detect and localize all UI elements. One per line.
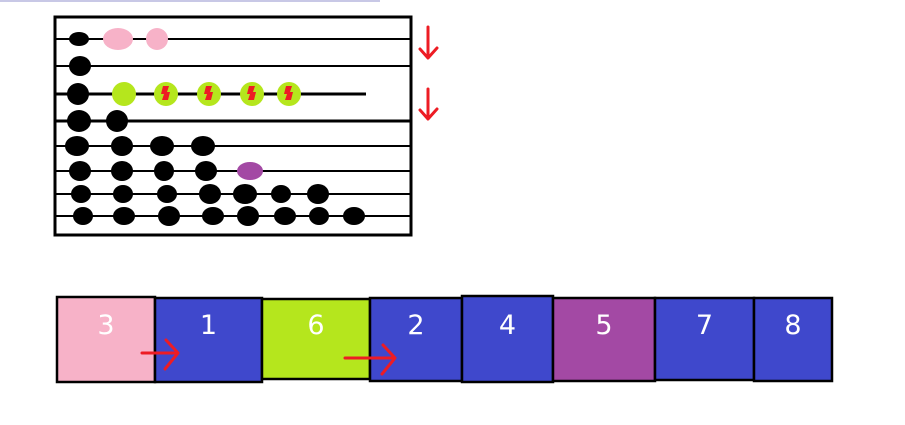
abacus-bead <box>158 206 180 226</box>
abacus-row <box>55 56 410 76</box>
cell-label: 4 <box>499 310 516 341</box>
strip-cell: 4 <box>460 294 555 384</box>
cell-box <box>260 297 372 381</box>
abacus-bead <box>150 136 174 156</box>
abacus-row <box>55 136 410 156</box>
strip-cell: 5 <box>551 296 657 383</box>
cell-label: 6 <box>307 310 324 341</box>
cell-box <box>551 296 657 383</box>
abacus-bead <box>274 207 296 225</box>
abacus-bead <box>146 28 168 50</box>
abacus-bead <box>67 110 91 132</box>
abacus-row <box>55 161 410 181</box>
cell-label: 8 <box>784 310 801 341</box>
arrow-stroke <box>343 343 397 376</box>
bead-mark-icon <box>284 86 293 100</box>
abacus-bead <box>113 207 135 225</box>
abacus-rows <box>55 28 410 226</box>
abacus-bead <box>195 161 217 181</box>
arrow-stroke <box>418 25 439 60</box>
abacus-bead <box>65 136 89 156</box>
abacus-bead <box>307 184 329 204</box>
cell-label: 2 <box>407 310 424 341</box>
abacus-bead <box>103 28 133 50</box>
cell-arrows <box>140 338 397 376</box>
abacus-bead <box>309 207 329 225</box>
arrow-stroke <box>140 338 180 371</box>
cell-label: 7 <box>696 310 713 341</box>
abacus-bead-marked <box>240 82 264 106</box>
right-arrow-icon <box>343 343 397 376</box>
abacus-bead <box>237 206 259 226</box>
cell-label: 5 <box>595 310 612 341</box>
abacus-bead <box>202 207 224 225</box>
cell-box <box>55 295 157 384</box>
abacus-row <box>55 206 410 226</box>
cell-box <box>460 294 555 384</box>
abacus-bead <box>67 83 89 105</box>
down-arrow-icon <box>418 25 439 60</box>
abacus-bead <box>271 185 291 203</box>
bead-mark-icon <box>204 86 213 100</box>
cell-box <box>653 296 756 382</box>
abacus-bead <box>343 207 365 225</box>
abacus-bead <box>157 185 177 203</box>
abacus-row <box>55 184 410 204</box>
abacus-bead <box>73 207 93 225</box>
abacus-border <box>53 15 413 237</box>
cell-label: 1 <box>200 310 217 341</box>
side-arrows <box>418 25 439 121</box>
abacus-bead-marked <box>154 82 178 106</box>
abacus-row <box>55 28 410 50</box>
right-arrow-icon <box>140 338 180 371</box>
abacus-bead <box>113 185 133 203</box>
arrow-stroke <box>418 87 439 121</box>
cell-box <box>752 296 834 383</box>
bead-mark-icon <box>247 86 256 100</box>
strip-cell: 1 <box>153 296 264 384</box>
abacus-bead <box>69 32 89 46</box>
abacus-bead-marked <box>277 82 301 106</box>
abacus-bead <box>69 56 91 76</box>
abacus-bead <box>112 82 136 106</box>
abacus-bead <box>106 110 128 132</box>
abacus-bead <box>154 161 174 181</box>
abacus-bead <box>233 184 257 204</box>
abacus-bead <box>191 136 215 156</box>
abacus-bead <box>111 136 133 156</box>
down-arrow-icon <box>418 87 439 121</box>
cell-box <box>153 296 264 384</box>
abacus-bead-marked <box>197 82 221 106</box>
strip-cell: 6 <box>260 297 372 381</box>
abacus-bead <box>71 185 91 203</box>
strip-cell: 3 <box>55 295 157 384</box>
cell-box <box>368 296 464 383</box>
abacus-bead <box>69 161 91 181</box>
abacus-bead <box>111 161 133 181</box>
abacus-row <box>55 82 366 106</box>
strip-cell: 2 <box>368 296 464 383</box>
abacus-bead <box>199 184 221 204</box>
abacus-bead <box>237 162 263 180</box>
abacus-row <box>55 110 410 132</box>
abacus-frame <box>53 15 413 237</box>
strip-cell: 7 <box>653 296 756 382</box>
cell-label: 3 <box>97 310 114 341</box>
strip-cell: 8 <box>752 296 834 383</box>
cell-strip: 3 1 6 2 4 5 7 8 <box>55 294 834 384</box>
bead-mark-icon <box>161 86 170 100</box>
